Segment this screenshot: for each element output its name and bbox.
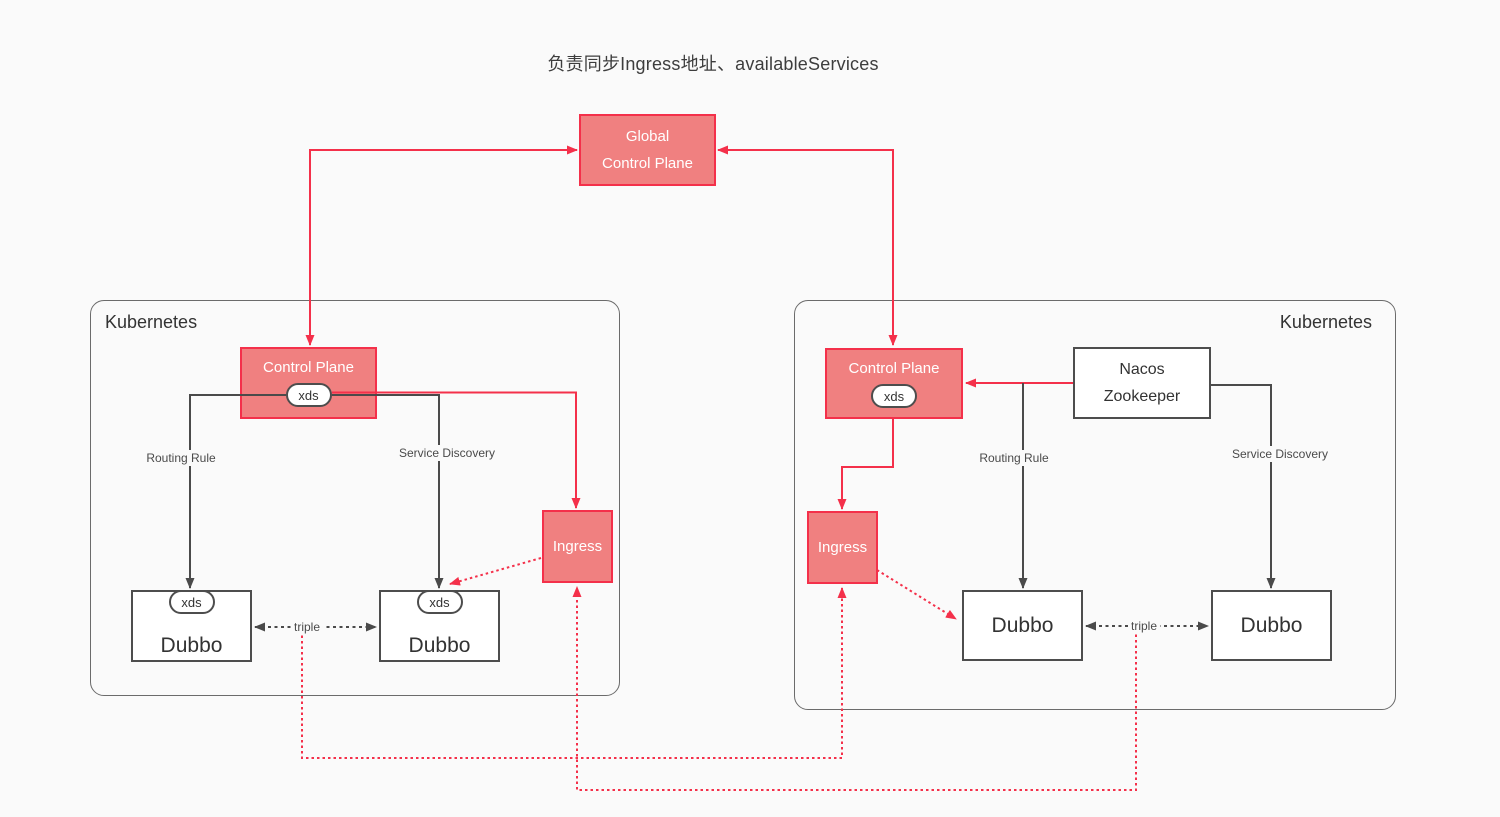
node-label: Dubbo (160, 634, 223, 657)
node-label: Zookeeper (1103, 387, 1181, 405)
node-label: Ingress (817, 539, 868, 556)
edge-label-routing-rule-right: Routing Rule (976, 450, 1052, 466)
node-label: Dubbo (1240, 613, 1303, 637)
xds-badge: xds (416, 590, 463, 614)
node-ingress-left: Ingress (542, 510, 613, 583)
edge-label-service-discovery-left: Service Discovery (395, 445, 499, 461)
edge-label-triple-left: triple (290, 619, 324, 635)
node-ingress-right: Ingress (807, 511, 878, 584)
edge-label-triple-right: triple (1127, 618, 1161, 634)
xds-badge: xds (871, 384, 917, 408)
cluster-label: Kubernetes (105, 312, 198, 332)
node-label: Global (625, 128, 670, 145)
node-label: Dubbo (991, 613, 1054, 637)
node-label: Control Plane (263, 359, 354, 376)
node-dubbo-left-2: Dubbo xds (379, 590, 500, 662)
edge-label-routing-rule-left: Routing Rule (143, 450, 219, 466)
node-control-plane-left: Control Plane xds (240, 347, 377, 419)
node-dubbo-right-1: Dubbo (962, 590, 1083, 661)
node-dubbo-left-1: Dubbo xds (131, 590, 252, 662)
xds-badge: xds (285, 383, 332, 407)
node-label: Control Plane (848, 360, 940, 377)
edge-label-service-discovery-right: Service Discovery (1228, 446, 1332, 462)
node-control-plane-right: Control Plane xds (825, 348, 963, 419)
xds-badge: xds (168, 590, 215, 614)
cluster-label: Kubernetes (1279, 312, 1372, 332)
node-label: Ingress (552, 538, 603, 555)
node-label: Nacos (1119, 360, 1165, 378)
node-label: Dubbo (408, 634, 471, 657)
node-dubbo-right-2: Dubbo (1211, 590, 1332, 661)
diagram-title: 负责同步Ingress地址、availableServices (547, 54, 879, 74)
node-label: Control Plane (602, 155, 693, 172)
